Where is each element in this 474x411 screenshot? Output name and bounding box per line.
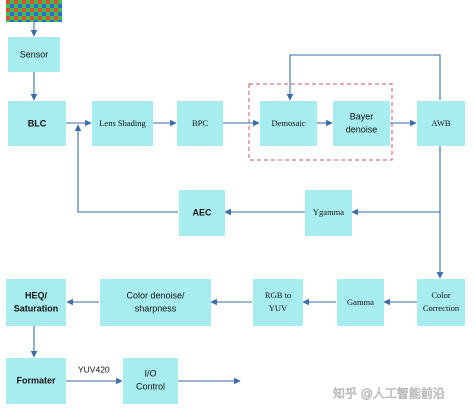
formater-label: Formater	[16, 375, 56, 385]
bpc-label: BPC	[192, 118, 208, 128]
node-heq-saturation: HEQ/ Saturation	[6, 279, 66, 326]
node-aec: AEC	[179, 190, 225, 236]
node-formater: Formater	[6, 358, 66, 404]
color-correction-label-line1: Color	[431, 290, 451, 300]
node-bayer-denoise: Bayer denoise	[333, 101, 390, 146]
edges	[30, 22, 444, 385]
node-demosaic: Demosaic	[260, 101, 317, 146]
heq-label-line1: HEQ/	[25, 290, 48, 300]
node-io-control: I/O Control	[123, 358, 178, 404]
bayer-denoise-label-line1: Bayer	[350, 111, 374, 121]
gamma-label: Gamma	[347, 297, 374, 307]
demosaic-denoise-group	[248, 83, 393, 161]
lens-shading-label: Lens Shading	[99, 118, 146, 128]
ygamma-label: Ygamma	[313, 207, 344, 217]
aec-label: AEC	[192, 207, 212, 217]
color-denoise-label-line1: Color denoise/	[126, 290, 185, 300]
node-rgb-to-yuv: RGB to YUV	[253, 279, 303, 326]
edge-aec-feedback	[74, 124, 178, 213]
node-ygamma: Ygamma	[305, 190, 352, 236]
node-color-denoise: Color denoise/ sharpness	[100, 279, 211, 326]
color-denoise-label-line2: sharpness	[135, 303, 177, 313]
demosaic-label: Demosaic	[272, 118, 306, 128]
awb-label: AWB	[431, 118, 450, 128]
bayer-pattern-image	[6, 0, 62, 22]
node-awb: AWB	[417, 101, 465, 146]
node-sensor: Sensor	[8, 37, 60, 72]
node-color-correction: Color Correction	[417, 279, 465, 326]
rgb-to-yuv-label-line2: YUV	[269, 303, 288, 313]
zhihu-watermark: 知乎 @人工智能前沿	[333, 386, 445, 401]
heq-label-line2: Saturation	[14, 303, 59, 313]
io-control-label-line1: I/O	[144, 368, 156, 378]
node-gamma: Gamma	[337, 279, 384, 326]
yuv420-edge-label: YUV420	[78, 364, 110, 374]
blc-label: BLC	[28, 118, 47, 128]
node-blc: BLC	[8, 101, 66, 146]
rgb-to-yuv-label-line1: RGB to	[265, 290, 291, 300]
color-correction-label-line2: Correction	[423, 303, 460, 313]
io-control-label-line2: Control	[136, 381, 165, 391]
bayer-denoise-label-line2: denoise	[346, 124, 378, 134]
sensor-label: Sensor	[20, 49, 49, 59]
edge-awb-loop-demosaic	[286, 54, 441, 101]
node-bpc: BPC	[177, 101, 223, 146]
node-lens-shading: Lens Shading	[92, 101, 153, 146]
